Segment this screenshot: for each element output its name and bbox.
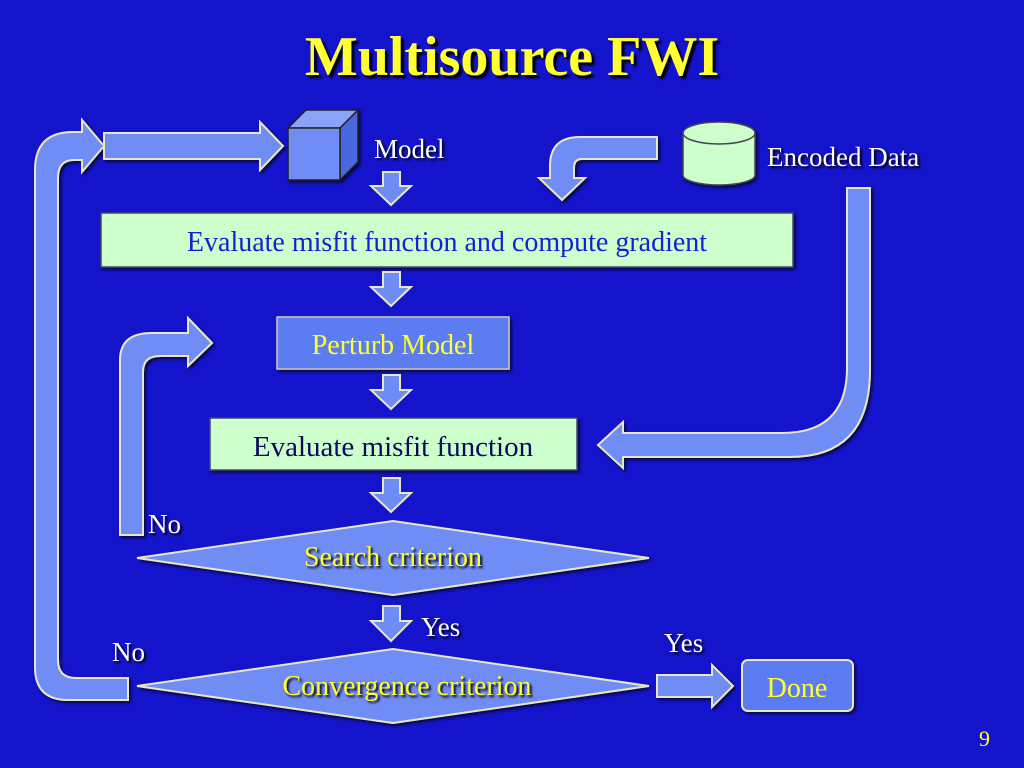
done-box — [741, 659, 854, 712]
data-to-gradient-arrow — [536, 136, 658, 202]
model-label: Model — [374, 134, 445, 164]
page-number: 9 — [979, 726, 990, 751]
down-arrow-1 — [368, 171, 414, 207]
search-criterion-diamond — [136, 519, 650, 597]
down-arrow-4 — [368, 477, 414, 514]
convergence-yes-label: Yes — [664, 628, 703, 658]
done-text: Done — [767, 673, 828, 704]
down-arrow-2 — [368, 271, 414, 308]
data-to-misfit-arrow — [596, 187, 871, 471]
convergence-criterion-diamond — [136, 647, 650, 725]
down-arrow-5 — [368, 605, 414, 643]
evaluate-misfit-box — [209, 417, 578, 471]
search-yes-label: Yes — [421, 612, 460, 642]
perturb-model-text: Perturb Model — [312, 330, 475, 361]
top-arrow-to-model — [103, 119, 285, 173]
search-criterion-text: Search criterion — [304, 542, 482, 573]
evaluate-gradient-box — [100, 212, 794, 268]
search-no-label: No — [148, 509, 181, 539]
inner-loop-arrow — [119, 315, 214, 536]
model-cube-icon — [286, 108, 360, 182]
encoded-data-label: Encoded Data — [767, 142, 919, 172]
down-arrow-3 — [368, 374, 414, 411]
evaluate-gradient-text: Evaluate misfit function and compute gra… — [187, 227, 707, 258]
encoded-data-cylinder-icon — [682, 121, 756, 186]
evaluate-misfit-text: Evaluate misfit function — [253, 431, 534, 463]
right-arrow-to-done — [656, 662, 735, 710]
perturb-model-box — [276, 316, 510, 370]
slide-title: Multisource FWI — [305, 26, 719, 88]
convergence-criterion-text: Convergence criterion — [282, 671, 531, 702]
convergence-no-label: No — [112, 637, 145, 667]
outer-loop-arrow — [34, 117, 129, 701]
